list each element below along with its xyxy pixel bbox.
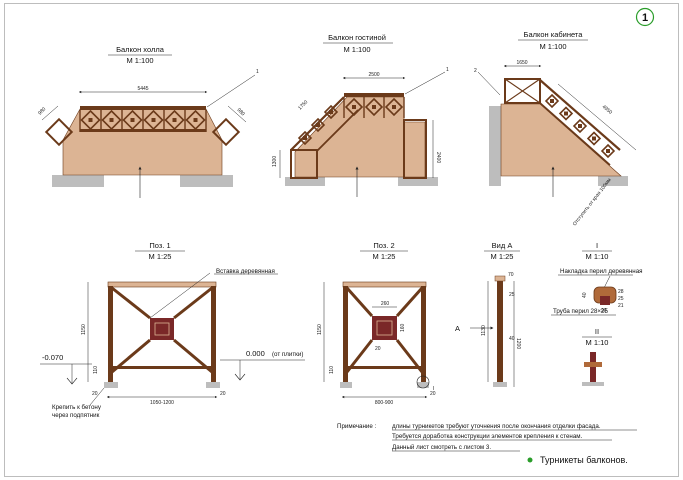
node2-scale: М 1:10 [586, 338, 609, 347]
pos2-dim-width: 800-900 [375, 400, 394, 406]
pos1-dim-foot-r: 20 [220, 391, 226, 397]
hall-callout: 1 [256, 69, 259, 75]
hall-dim-length: 5445 [137, 86, 148, 92]
pos2-dim-foot: 20 [430, 391, 436, 397]
living-balcony-view: Балкон гостиной М 1:100 2500 1750 2400 1… [272, 33, 449, 197]
node-i-detail: I М 1:10 Накладка перил деревянная Труба… [551, 241, 643, 316]
pos1-level-left: -0.070 [42, 353, 63, 362]
node1-label-top: Накладка перил деревянная [560, 268, 643, 275]
node1-title: I [596, 241, 598, 250]
node-ii-detail: II М 1:10 [582, 327, 612, 386]
pos1-dim-height: 1150 [81, 324, 87, 335]
vida-dim-1200: 1200 [515, 338, 521, 349]
notes-line-1: длины турникетов требуют уточнения после… [392, 423, 601, 430]
notes-line-3: Данный лист смотреть с листом 3. [392, 444, 491, 451]
sheet-title: Турникеты балконов. [540, 455, 628, 465]
pos2-dim-height: 1150 [317, 324, 323, 335]
pos2-dim-a: 20 [375, 346, 381, 352]
hall-railing-diamonds [79, 109, 207, 132]
study-offset-note: Отступить от края 100мм [572, 177, 613, 227]
sheet-number: 1 [642, 12, 648, 24]
title-bullet-icon [527, 457, 533, 463]
living-dim-right: 2400 [435, 152, 441, 163]
study-scale: М 1:100 [539, 42, 566, 51]
node1-dim-a: 28 [618, 289, 624, 295]
living-title: Балкон гостиной [328, 33, 386, 42]
hall-dim-left: 980 [37, 106, 47, 116]
notes-block: Примечание : длины турникетов требуют ут… [337, 423, 637, 452]
pos1-fix-note-2: через подпятник [52, 412, 100, 419]
pos1-level-right: 0.000 [246, 349, 265, 358]
node1-scale: М 1:10 [586, 252, 609, 261]
view-a-detail: Вид А М 1:25 А 70 1130 1200 25 40 [455, 241, 521, 387]
vida-dim-top: 70 [508, 272, 514, 278]
pos1-level-right-note: (от плитки) [272, 351, 303, 358]
pos2-detail: Поз. 2 М 1:25 260 1150 800-900 110 160 2… [317, 241, 436, 406]
hall-scale: М 1:100 [126, 56, 153, 65]
pos1-detail: Поз. 1 М 1:25 Вставка деревянная 1150 10… [40, 241, 305, 419]
notes-prefix: Примечание : [337, 423, 377, 430]
hall-title: Балкон холла [116, 45, 165, 54]
living-scale: М 1:100 [343, 45, 370, 54]
hall-balcony-view: Балкон холла М 1:100 5445 980 980 1 [37, 45, 259, 198]
pos2-dim-low: 110 [329, 366, 335, 374]
vida-label-a: А [455, 324, 460, 333]
node1-label-pipe: Труба перил 28×25 [553, 308, 608, 315]
sheet-frame [4, 3, 679, 477]
node1-dim-e: 40 [582, 292, 588, 298]
hall-dim-right: 980 [236, 107, 246, 117]
node1-dim-b: 25 [618, 296, 624, 302]
pos1-dim-low: 110 [93, 366, 99, 374]
vida-dim-1130: 1130 [481, 325, 487, 336]
study-railing-diagonal [539, 79, 621, 166]
pos1-insert-label: Вставка деревянная [216, 268, 275, 275]
pos2-title: Поз. 2 [373, 241, 394, 250]
study-dim-top: 1650 [516, 60, 527, 66]
node1-dim-d: 20 [601, 308, 607, 314]
node1-dim-c: 21 [618, 303, 624, 309]
pos1-fix-note-1: Крепить к бетону [52, 404, 102, 411]
pos1-title: Поз. 1 [149, 241, 170, 250]
pos1-dim-foot: 20 [92, 391, 98, 397]
living-railing-diagonal [290, 96, 359, 152]
study-balcony-view: Балкон кабинета М 1:100 1650 4950 2 Отст… [474, 30, 637, 227]
sheet-number-badge: 1 [635, 7, 655, 27]
living-dim-top: 2500 [368, 72, 379, 78]
pos2-scale: М 1:25 [373, 252, 396, 261]
pos2-node-marker: I [433, 386, 434, 392]
study-title: Балкон кабинета [524, 30, 584, 39]
vida-title: Вид А [492, 241, 513, 250]
living-dim-diag: 1750 [297, 99, 309, 111]
study-callout: 2 [474, 68, 477, 74]
notes-line-2: Требуется доработка конструкции элементо… [392, 433, 583, 440]
sheet-title-block: Турникеты балконов. [527, 455, 628, 465]
pos2-dim-insert: 260 [381, 301, 390, 307]
pos2-dim-insert-h: 160 [400, 323, 406, 332]
living-dim-left: 1300 [272, 156, 278, 167]
pos1-scale: М 1:25 [149, 252, 172, 261]
vida-dim-40: 40 [509, 336, 515, 342]
pos1-dim-width: 1050-1200 [150, 400, 174, 406]
node2-title: II [595, 327, 599, 336]
study-dim-diag: 4950 [601, 104, 614, 116]
vida-dim-25: 25 [509, 292, 515, 298]
living-callout: 1 [446, 67, 449, 73]
vida-scale: М 1:25 [491, 252, 514, 261]
